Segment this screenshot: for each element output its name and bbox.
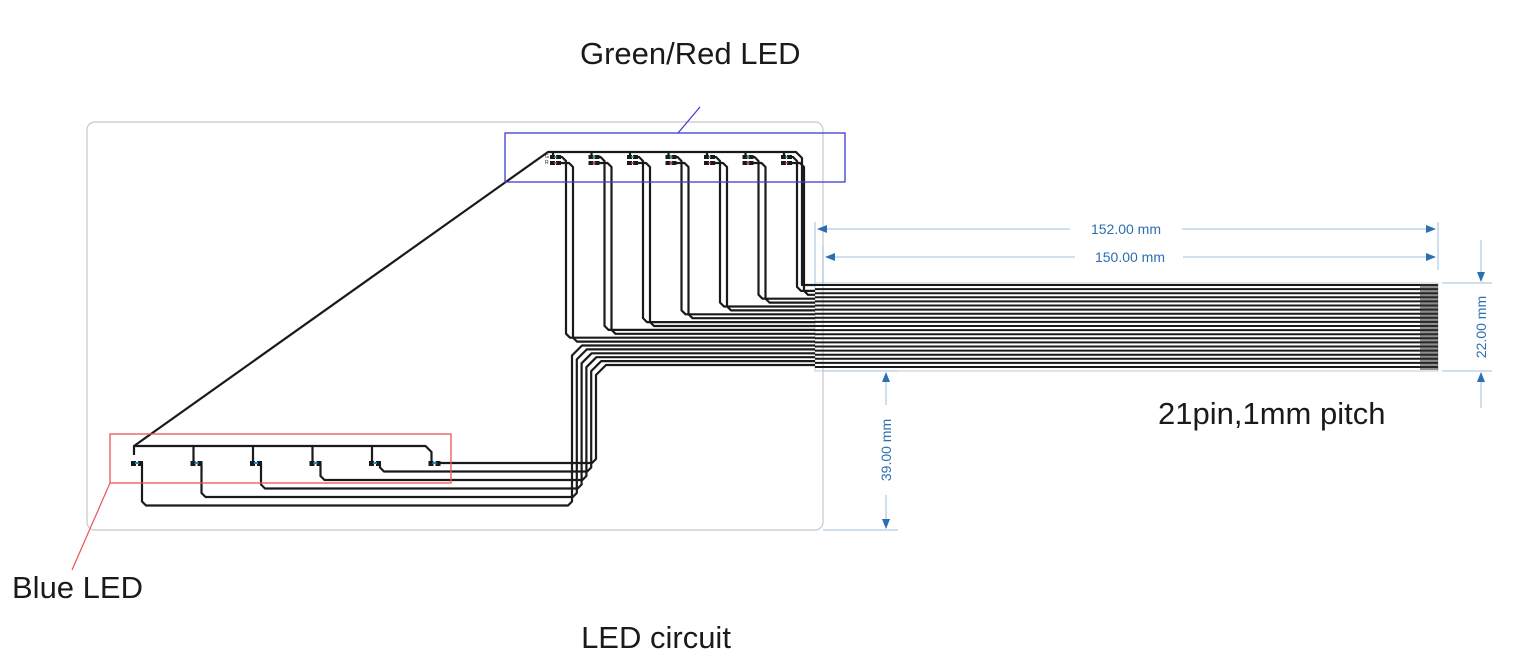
led-pad: [633, 155, 638, 159]
led-pad: [781, 155, 786, 159]
led-pad: [627, 161, 632, 165]
diagram-title: LED circuit: [581, 620, 731, 655]
led-pad: [309, 461, 315, 466]
trace-red-return: [676, 161, 815, 320]
led-pad: [787, 155, 792, 159]
led-pad: [704, 155, 709, 159]
connector-contacts: [1420, 284, 1438, 370]
trace-green-return: [676, 155, 815, 316]
blue-led-group: [131, 461, 441, 466]
trace-green-return: [753, 155, 815, 300]
trace-green-return: [637, 155, 815, 324]
led-pad: [428, 461, 434, 466]
connector-label: 21pin,1mm pitch: [1158, 396, 1385, 431]
led-pad: [627, 155, 632, 159]
dim-tail-width: 22.00 mm: [1473, 296, 1489, 358]
tail-traces-group: [815, 284, 1438, 370]
trace-common-bus: [132, 150, 815, 455]
led-pad: [190, 461, 196, 466]
trace-red-return: [561, 161, 815, 343]
led-pad: [710, 155, 715, 159]
dim-total-length: 152.00 mm: [1091, 221, 1161, 237]
led-pad: [556, 155, 561, 159]
led-pad: [550, 161, 555, 165]
led-pad: [665, 161, 671, 165]
trace-blue-return: [319, 356, 815, 482]
dim-tail-length: 150.00 mm: [1095, 249, 1165, 265]
led-pad: [748, 155, 754, 159]
led-pad: [250, 461, 255, 466]
blue-led-label: Blue LED: [12, 570, 143, 605]
trace-green-return: [599, 155, 815, 331]
blue-led-callout-box: [109, 433, 452, 484]
trace-blue-return: [439, 363, 815, 465]
led-pad: [556, 161, 561, 165]
green-red-led-leader-line: [677, 106, 701, 134]
led-pad: [435, 461, 441, 466]
led-pad: [671, 155, 677, 159]
trace-blue-bus: [134, 444, 433, 463]
blue-led-leader-line: [71, 482, 111, 571]
led-pad: [787, 161, 792, 165]
pin-label-g: G: [545, 154, 549, 160]
led-pad: [376, 461, 381, 466]
led-pad: [588, 155, 594, 159]
led-pad: [550, 155, 555, 159]
trace-red-return: [792, 161, 815, 296]
led-pad: [742, 155, 748, 159]
led-pad: [633, 161, 638, 165]
led-pad: [781, 161, 786, 165]
green-red-led-label: Green/Red LED: [580, 36, 801, 71]
led-pad: [671, 161, 677, 165]
trace-red-return: [638, 161, 815, 328]
trace-green-return: [714, 155, 815, 308]
led-pad: [257, 461, 262, 466]
dim-offset: 39.00 mm: [878, 419, 894, 481]
led-pad: [594, 155, 600, 159]
led-pad: [131, 461, 136, 466]
green-red-led-callout-box: [504, 132, 846, 183]
green-red-led-group: GR: [545, 154, 792, 166]
led-pad: [588, 161, 594, 165]
led-pad: [138, 461, 143, 466]
traces-group: [132, 150, 815, 507]
trace-red-return: [599, 161, 815, 335]
led-pad: [316, 461, 322, 466]
trace-red-return: [753, 161, 815, 304]
trace-blue-return: [259, 352, 815, 490]
trace-red-return: [715, 161, 815, 312]
trace-blue-return: [140, 344, 815, 507]
led-pad: [742, 161, 748, 165]
trace-blue-return: [378, 360, 815, 473]
pin-label-r: R: [545, 160, 549, 166]
trace-blue-return: [200, 348, 815, 499]
led-pad: [704, 161, 709, 165]
led-pad: [665, 155, 671, 159]
led-pad: [710, 161, 715, 165]
led-pad: [748, 161, 754, 165]
led-pad: [594, 161, 600, 165]
trace-green-return: [560, 155, 815, 339]
led-pad: [197, 461, 203, 466]
led-pad: [369, 461, 374, 466]
